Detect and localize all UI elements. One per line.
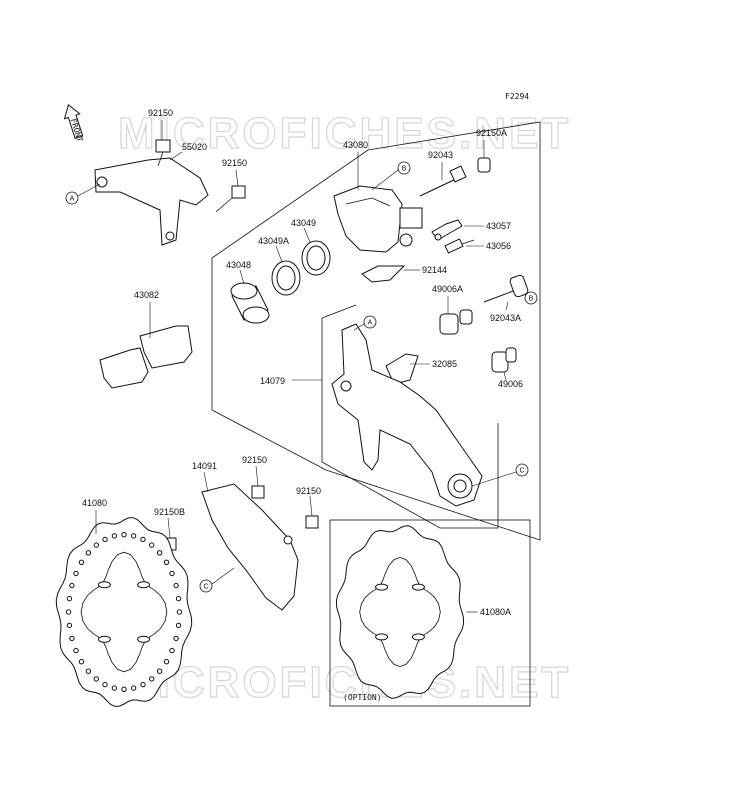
piston-43048 [230,282,270,324]
seal-43049A [271,260,301,296]
leader-lines [95,120,509,613]
label-92043: 92043 [428,150,453,160]
label-92043A: 92043A [490,313,521,323]
figure-code: F2294 [505,92,529,101]
seal-43049 [301,240,331,276]
disc-41080A [335,525,465,699]
pin-92043A [483,274,529,303]
pads-43082 [99,325,193,389]
option-frame [329,519,531,707]
caliper-43080 [333,185,423,253]
bracket-14079 [331,323,483,507]
label-14079: 14079 [260,376,285,386]
svg-text:B: B [529,296,534,303]
callout-b-top: B [371,161,411,191]
bushing-49006 [491,347,517,373]
bracket-frame [321,318,499,529]
cap-92150A [477,157,491,173]
label-92144: 92144 [422,265,447,275]
bolt-92150-mid [215,185,246,213]
front-arrow-label: FRONT [68,117,84,143]
callout-c-right: C [471,463,529,487]
spring-92144 [361,265,406,283]
callout-c-left: C [199,567,235,593]
label-92150A: 92150A [476,128,507,138]
assembly-frame-right [211,121,541,541]
bolt-92150-low [251,485,265,499]
label-55020: 55020 [182,142,207,152]
label-41080: 41080 [82,498,107,508]
svg-text:C: C [519,468,524,475]
bushing-49006A [439,309,473,335]
bleeder-43056 [444,238,475,254]
svg-text:C: C [203,584,208,591]
label-43080: 43080 [343,140,368,150]
clip-43057 [431,219,463,241]
bolt-92150-top [155,139,171,167]
label-92150-right: 92150 [296,486,321,496]
watermark-top: MICROFICHES.NET [118,109,571,158]
label-92150B: 92150B [154,507,185,517]
disc-41080 [55,517,193,707]
label-43048: 43048 [226,260,251,270]
bolt-92150-right [305,515,319,529]
svg-text:B: B [402,166,407,173]
option-label: (OPTION) [343,693,382,702]
assembly-frame-left [211,258,327,471]
callout-b-right: B [524,291,538,305]
watermark-bottom: MICROFICHES.NET [118,658,571,707]
label-43049A: 43049A [258,236,289,246]
callout-a-left: A [65,183,101,205]
label-92150-mid: 92150 [222,158,247,168]
svg-text:A: A [70,196,75,203]
label-43056: 43056 [486,241,511,251]
callout-a-bracket: A [353,315,377,331]
pin-92043 [419,165,467,197]
bracket-frame-top [321,304,357,319]
label-43082: 43082 [134,290,159,300]
label-14091: 14091 [192,461,217,471]
label-41080A: 41080A [480,607,511,617]
svg-text:A: A [368,320,373,327]
label-49006A: 49006A [432,284,463,294]
label-49006: 49006 [498,379,523,389]
label-92150-top: 92150 [148,108,173,118]
label-92150-low: 92150 [242,455,267,465]
label-32085: 32085 [432,359,457,369]
label-43057: 43057 [486,221,511,231]
bracket-55020 [94,157,209,246]
label-43049: 43049 [291,218,316,228]
guard-14091 [201,483,299,611]
front-arrow-icon: FRONT [63,104,84,143]
